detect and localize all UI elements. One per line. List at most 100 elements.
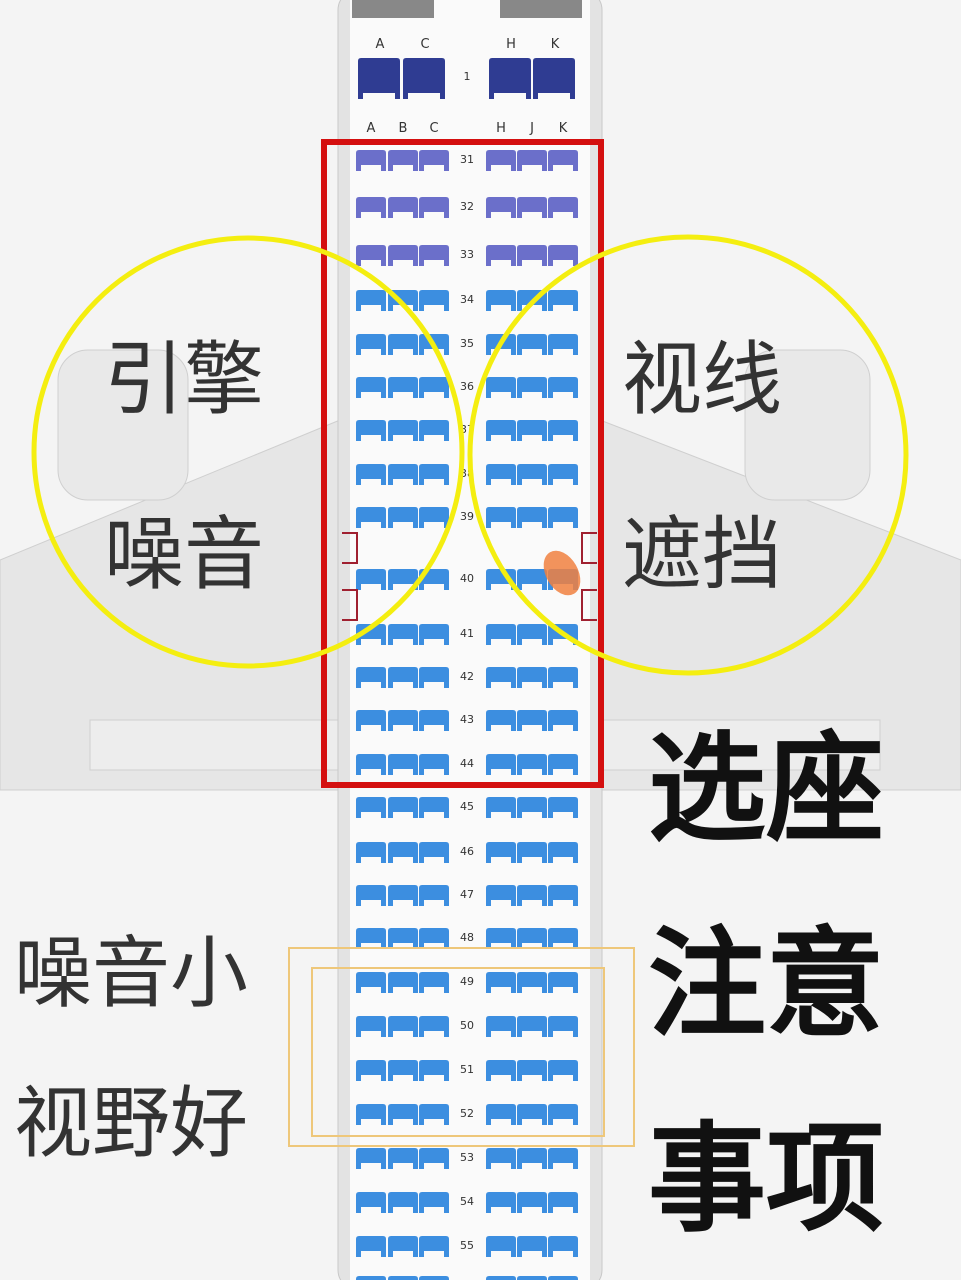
seat-52A[interactable] [356,1104,386,1125]
seat-40B[interactable] [388,569,418,590]
seat-39K[interactable] [548,507,578,528]
seat-42A[interactable] [356,667,386,688]
seat-54A[interactable] [356,1192,386,1213]
seat-49J[interactable] [517,972,547,993]
seat-1H[interactable] [489,58,531,99]
seat-partial[interactable] [548,1276,578,1280]
seat-38J[interactable] [517,464,547,485]
seat-45C[interactable] [419,797,449,818]
seat-48C[interactable] [419,928,449,949]
seat-33A[interactable] [356,245,386,266]
seat-39A[interactable] [356,507,386,528]
seat-50A[interactable] [356,1016,386,1037]
seat-41J[interactable] [517,624,547,645]
seat-53K[interactable] [548,1148,578,1169]
seat-35J[interactable] [517,334,547,355]
seat-31B[interactable] [388,150,418,171]
seat-32C[interactable] [419,197,449,218]
seat-46K[interactable] [548,842,578,863]
seat-41H[interactable] [486,624,516,645]
seat-35B[interactable] [388,334,418,355]
seat-52B[interactable] [388,1104,418,1125]
seat-32H[interactable] [486,197,516,218]
seat-52H[interactable] [486,1104,516,1125]
seat-43A[interactable] [356,710,386,731]
seat-45H[interactable] [486,797,516,818]
seat-45A[interactable] [356,797,386,818]
seat-47B[interactable] [388,885,418,906]
seat-48J[interactable] [517,928,547,949]
seat-34C[interactable] [419,290,449,311]
seat-partial[interactable] [419,1276,449,1280]
seat-36H[interactable] [486,377,516,398]
seat-50C[interactable] [419,1016,449,1037]
seat-49A[interactable] [356,972,386,993]
seat-54J[interactable] [517,1192,547,1213]
seat-55J[interactable] [517,1236,547,1257]
seat-1A[interactable] [358,58,400,99]
seat-51K[interactable] [548,1060,578,1081]
seat-33H[interactable] [486,245,516,266]
seat-41B[interactable] [388,624,418,645]
seat-49H[interactable] [486,972,516,993]
seat-47C[interactable] [419,885,449,906]
seat-55B[interactable] [388,1236,418,1257]
seat-48B[interactable] [388,928,418,949]
seat-38B[interactable] [388,464,418,485]
seat-38C[interactable] [419,464,449,485]
seat-39H[interactable] [486,507,516,528]
seat-54K[interactable] [548,1192,578,1213]
seat-53J[interactable] [517,1148,547,1169]
seat-31K[interactable] [548,150,578,171]
seat-37K[interactable] [548,420,578,441]
seat-54C[interactable] [419,1192,449,1213]
seat-partial[interactable] [388,1276,418,1280]
seat-43K[interactable] [548,710,578,731]
seat-32K[interactable] [548,197,578,218]
seat-42K[interactable] [548,667,578,688]
seat-44H[interactable] [486,754,516,775]
seat-43J[interactable] [517,710,547,731]
seat-52K[interactable] [548,1104,578,1125]
seat-36B[interactable] [388,377,418,398]
seat-partial[interactable] [486,1276,516,1280]
seat-48H[interactable] [486,928,516,949]
seat-37C[interactable] [419,420,449,441]
seat-40J[interactable] [517,569,547,590]
seat-48A[interactable] [356,928,386,949]
seat-37J[interactable] [517,420,547,441]
seat-33C[interactable] [419,245,449,266]
seat-31H[interactable] [486,150,516,171]
seat-42J[interactable] [517,667,547,688]
seat-33K[interactable] [548,245,578,266]
seat-44C[interactable] [419,754,449,775]
seat-partial[interactable] [517,1276,547,1280]
seat-31A[interactable] [356,150,386,171]
seat-53A[interactable] [356,1148,386,1169]
seat-44J[interactable] [517,754,547,775]
seat-36A[interactable] [356,377,386,398]
seat-32A[interactable] [356,197,386,218]
seat-37H[interactable] [486,420,516,441]
seat-42H[interactable] [486,667,516,688]
seat-34K[interactable] [548,290,578,311]
seat-43B[interactable] [388,710,418,731]
seat-55H[interactable] [486,1236,516,1257]
seat-51C[interactable] [419,1060,449,1081]
seat-38A[interactable] [356,464,386,485]
seat-46H[interactable] [486,842,516,863]
seat-46A[interactable] [356,842,386,863]
seat-31C[interactable] [419,150,449,171]
seat-50H[interactable] [486,1016,516,1037]
seat-50B[interactable] [388,1016,418,1037]
seat-38K[interactable] [548,464,578,485]
seat-35A[interactable] [356,334,386,355]
seat-42C[interactable] [419,667,449,688]
seat-36J[interactable] [517,377,547,398]
seat-41C[interactable] [419,624,449,645]
seat-32J[interactable] [517,197,547,218]
seat-35K[interactable] [548,334,578,355]
seat-34A[interactable] [356,290,386,311]
seat-1C[interactable] [403,58,445,99]
seat-52J[interactable] [517,1104,547,1125]
